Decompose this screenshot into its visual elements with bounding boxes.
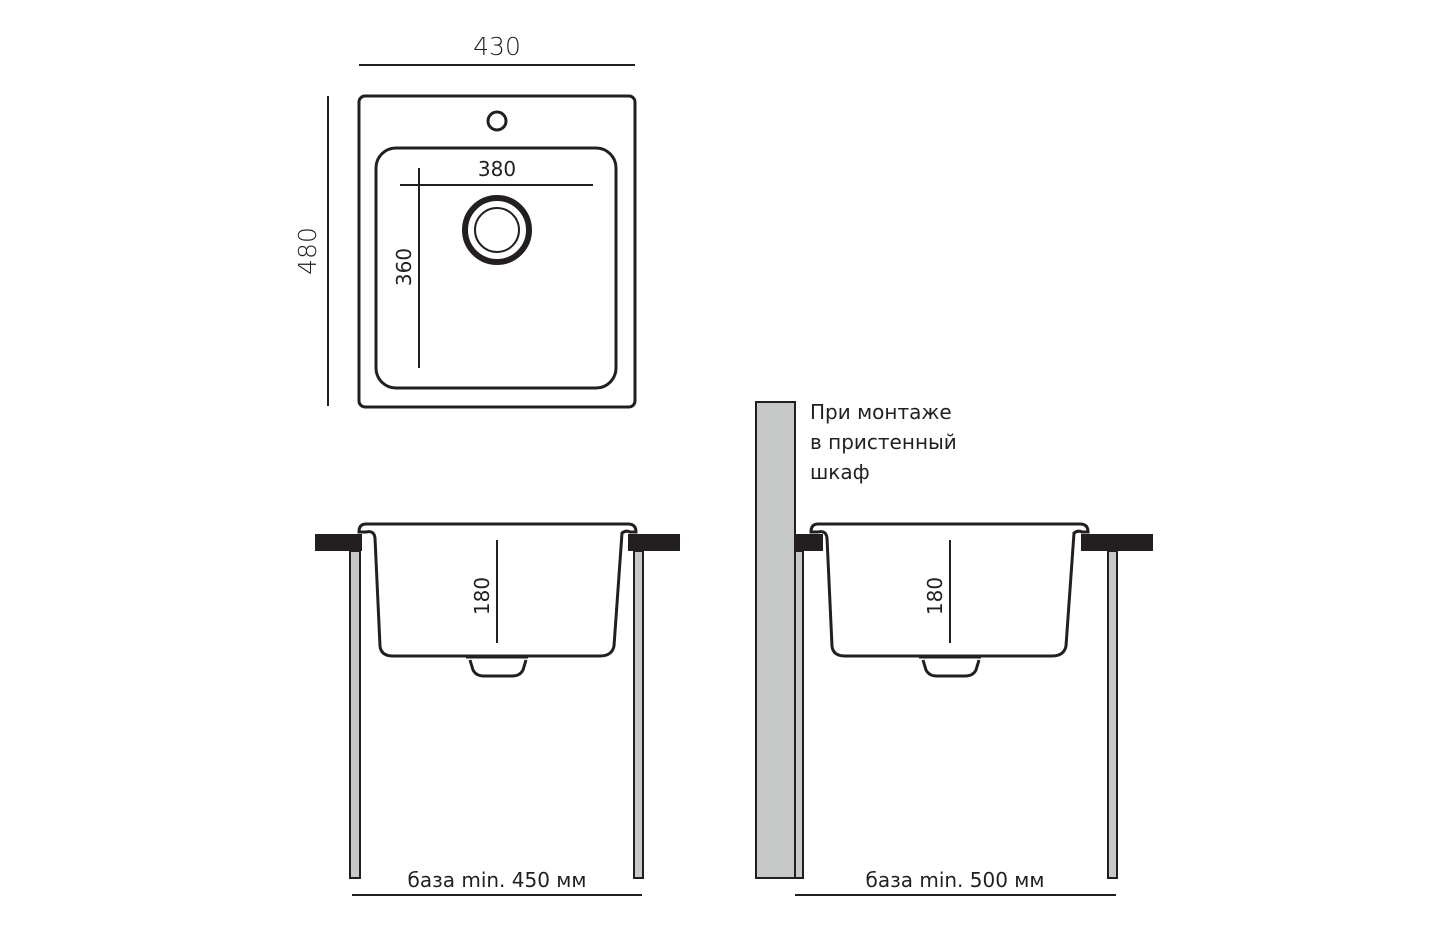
cabinet-leg-left	[794, 550, 804, 879]
drain-fitting	[466, 655, 528, 678]
top-view: 430 480 380 360	[293, 32, 637, 409]
sink-outline	[357, 94, 637, 409]
sink-profile	[809, 522, 1090, 658]
drain-inner	[474, 207, 520, 253]
bowl-depth-label: 360	[392, 248, 416, 286]
depth-label: 180	[470, 577, 494, 615]
height-label: 480	[293, 227, 322, 275]
drain-fitting	[919, 655, 981, 678]
note-line-3: шкаф	[810, 460, 870, 484]
countertop-left	[795, 534, 823, 551]
width-label: 430	[473, 32, 521, 61]
note-line-1: При монтаже	[810, 400, 952, 424]
bowl-width-label: 380	[478, 157, 516, 181]
side-view-left: 180 база min. 450 мм	[315, 522, 680, 896]
countertop-right	[1081, 534, 1153, 551]
cabinet-leg-right	[633, 550, 644, 879]
cabinet-leg-right	[1107, 550, 1118, 879]
bowl-outline	[374, 146, 618, 390]
cabinet-leg-left	[349, 550, 361, 879]
drain-outer	[462, 195, 532, 265]
base-label: база min. 500 мм	[866, 868, 1045, 892]
countertop-left	[315, 534, 362, 551]
faucet-hole	[486, 110, 508, 132]
base-label: база min. 450 мм	[408, 868, 587, 892]
sink-profile	[357, 522, 638, 658]
countertop-right	[628, 534, 680, 551]
side-view-right: При монтаже в пристенный шкаф 180 база m…	[755, 400, 1153, 896]
note-line-2: в пристенный	[810, 430, 957, 454]
wall-cabinet	[755, 401, 796, 879]
depth-label: 180	[923, 577, 947, 615]
